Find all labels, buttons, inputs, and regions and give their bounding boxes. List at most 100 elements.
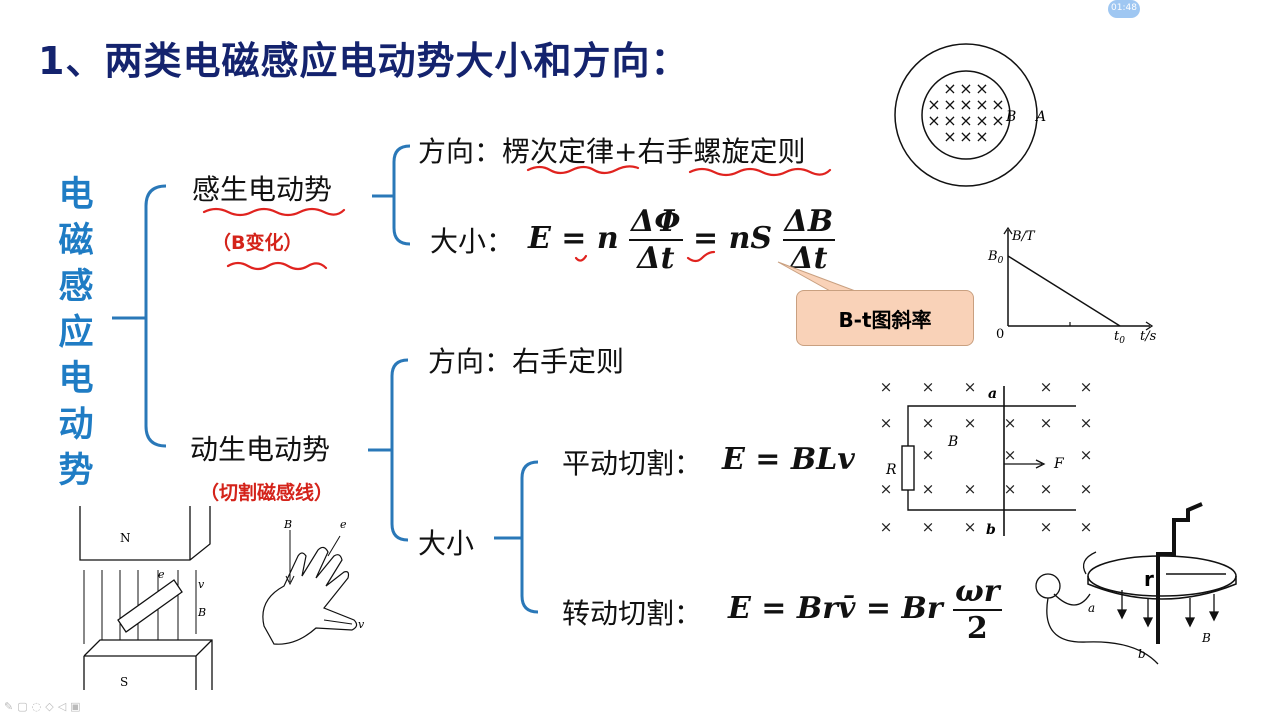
vertical-title-char: 磁: [58, 221, 94, 261]
field-x-mark: ×: [1004, 480, 1017, 498]
circle-field-figure: × × × × × × × × × × × × × × × × B A: [894, 43, 1046, 187]
field-x-mark: ×: [922, 378, 935, 396]
field-x-mark: ×: [959, 95, 972, 114]
field-x-mark: ×: [975, 95, 988, 114]
induced-formula-mid: = nS: [693, 221, 773, 256]
field-x-mark: ×: [943, 79, 956, 98]
field-x-mark: ×: [975, 79, 988, 98]
vertical-title-char: 电: [58, 175, 94, 215]
disk-a-label: a: [1088, 601, 1095, 615]
right-hand-figure: B e v: [262, 518, 365, 645]
field-x-mark: ×: [991, 111, 1004, 130]
fraction-flux: ΔΦ Δt: [629, 204, 683, 276]
induced-formula-lhs: E = n: [528, 221, 619, 256]
field-x-mark: ×: [922, 480, 935, 498]
fraction-field-num: ΔB: [782, 204, 836, 241]
circle-a-label: A: [1034, 109, 1046, 125]
induced-direction-prefix: 方向：: [418, 135, 503, 168]
rail-circuit-figure: × × × × × × × × × × × × × × × × × × × × …: [880, 378, 1093, 538]
slide-toolbar[interactable]: ✎ ▢ ◌ ◇ ◁ ▣: [4, 700, 81, 713]
disk-r-label: r: [1144, 567, 1154, 591]
page-title: 1、两类电磁感应电动势大小和方向：: [38, 39, 690, 83]
magnet-s-label: S: [120, 675, 128, 689]
field-x-mark: ×: [991, 95, 1004, 114]
induced-magnitude-prefix: 大小：: [430, 225, 515, 258]
field-x-mark: ×: [964, 414, 977, 432]
rail-force-label: F: [1053, 456, 1065, 472]
disk-field-label: B: [1201, 631, 1211, 645]
field-x-mark: ×: [959, 127, 972, 146]
field-x-mark: ×: [943, 111, 956, 130]
field-x-mark: ×: [1004, 446, 1017, 464]
field-x-mark: ×: [943, 127, 956, 146]
induced-direction: 方向：楞次定律+右手螺旋定则: [418, 130, 805, 170]
field-x-mark: ×: [1080, 446, 1093, 464]
field-x-mark: ×: [1040, 414, 1053, 432]
rail-a-label: a: [988, 386, 997, 402]
bt-y0-label: B0: [987, 249, 1004, 266]
field-x-mark: ×: [1080, 480, 1093, 498]
translation-formula: E = BLv: [722, 442, 855, 477]
circle-b-label: B: [1005, 109, 1016, 125]
field-x-mark: ×: [1040, 378, 1053, 396]
window-tool-icon[interactable]: ▣: [70, 700, 81, 713]
field-x-mark: ×: [964, 480, 977, 498]
magnet-e-label: e: [158, 568, 165, 581]
field-x-mark: ×: [1040, 480, 1053, 498]
field-x-mark: ×: [975, 111, 988, 130]
pen-tool-icon[interactable]: ✎: [4, 700, 14, 713]
time-badge: 01:48: [1108, 0, 1140, 18]
bt-t0-label: t0: [1114, 329, 1125, 346]
rotation-formula-lhs: E = Brv̄ = Br: [728, 591, 943, 626]
field-x-mark: ×: [964, 518, 977, 536]
induced-emf-label: 感生电动势: [192, 173, 333, 206]
rotation-label: 转动切割：: [562, 597, 703, 630]
vertical-title: 电 磁 感 应 电 动 势: [52, 172, 100, 494]
field-x-mark: ×: [880, 480, 893, 498]
vertical-title-char: 势: [58, 451, 94, 491]
highlight-tool-icon[interactable]: ◇: [45, 700, 54, 713]
field-x-mark: ×: [1080, 378, 1093, 396]
magnet-n-label: N: [120, 531, 131, 545]
field-x-mark: ×: [927, 95, 940, 114]
vertical-title-char: 动: [58, 405, 94, 445]
field-x-mark: ×: [922, 518, 935, 536]
disk-b-label: b: [1138, 647, 1146, 661]
hand-e-label: e: [340, 518, 347, 531]
field-x-mark: ×: [927, 111, 940, 130]
bt-graph-figure: B/T B0 0 t0 t/s: [987, 226, 1157, 346]
field-x-mark: ×: [943, 95, 956, 114]
bt-x-label: t/s: [1140, 329, 1157, 344]
field-x-mark: ×: [1080, 414, 1093, 432]
slide-tool-icon[interactable]: ▢: [17, 700, 28, 713]
field-x-mark: ×: [880, 378, 893, 396]
magnet-v-label: v: [198, 578, 205, 591]
hand-v-label: v: [358, 618, 365, 631]
field-x-mark: ×: [880, 414, 893, 432]
motional-emf-label: 动生电动势: [190, 433, 331, 466]
fraction-omega-num: ωr: [953, 574, 1002, 611]
motional-direction-prefix: 方向：: [428, 345, 513, 378]
vertical-title-char: 应: [58, 313, 94, 353]
rotating-disk-figure: r a b B: [1035, 502, 1237, 665]
translation-label: 平动切割：: [562, 447, 703, 480]
field-x-mark: ×: [964, 378, 977, 396]
back-tool-icon[interactable]: ◁: [57, 700, 67, 713]
fraction-omega: ωr 2: [953, 574, 1002, 646]
field-x-mark: ×: [1080, 518, 1093, 536]
vertical-title-char: 感: [58, 267, 94, 307]
field-x-mark: ×: [959, 79, 972, 98]
slope-callout: B-t图斜率: [796, 290, 974, 346]
eraser-tool-icon[interactable]: ◌: [31, 700, 42, 713]
magnet-figure: N S e v B: [79, 506, 213, 690]
bt-origin-label: 0: [996, 327, 1004, 342]
bt-y-label: B/T: [1011, 229, 1036, 244]
rail-field-label: B: [947, 434, 958, 450]
field-x-mark: ×: [880, 518, 893, 536]
motional-magnitude-label: 大小: [418, 527, 475, 560]
motional-direction-text: 右手定则: [512, 345, 625, 378]
field-x-mark: ×: [975, 127, 988, 146]
field-x-mark: ×: [1004, 414, 1017, 432]
field-x-mark: ×: [959, 111, 972, 130]
